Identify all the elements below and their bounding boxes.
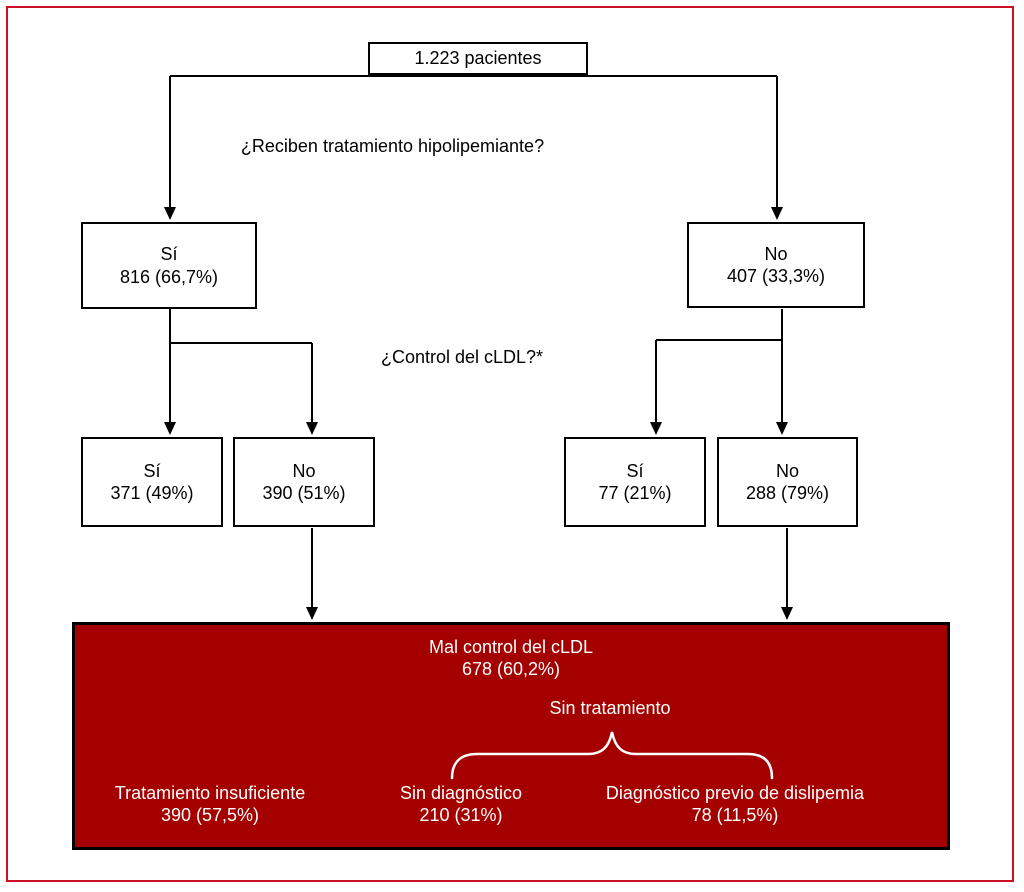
node-treated-yes-value: 816 (66,7%) xyxy=(119,266,219,287)
outcome-panel xyxy=(72,622,950,850)
node-control-untreated-no-value: 288 (79%) xyxy=(745,483,830,503)
outcome-title-block: Mal control del cLDL 678 (60,2%) xyxy=(72,636,950,681)
node-control-untreated-yes-label: Sí xyxy=(626,460,644,481)
outcome-item-insufficient-treatment: Tratamiento insuficiente 390 (57,5%) xyxy=(100,782,320,827)
outcome-item-no-diagnosis: Sin diagnóstico 210 (31%) xyxy=(361,782,561,827)
node-treated-yes: Sí 816 (66,7%) xyxy=(81,222,257,309)
node-total-patients: 1.223 pacientes xyxy=(368,42,588,75)
node-control-treated-yes-label: Sí xyxy=(143,460,161,481)
outcome-item-label: Tratamiento insuficiente xyxy=(114,783,306,803)
node-control-untreated-yes: Sí 77 (21%) xyxy=(564,437,706,527)
node-control-untreated-no: No 288 (79%) xyxy=(717,437,858,527)
node-control-treated-yes: Sí 371 (49%) xyxy=(81,437,223,527)
node-control-treated-no-value: 390 (51%) xyxy=(262,483,346,503)
outcome-item-value: 78 (11,5%) xyxy=(691,805,779,826)
figure-frame xyxy=(6,6,1014,882)
node-control-untreated-no-label: No xyxy=(775,460,799,481)
outcome-item-value: 390 (57,5%) xyxy=(160,805,260,826)
node-treated-no-value: 407 (33,3%) xyxy=(726,266,826,286)
node-control-untreated-yes-value: 77 (21%) xyxy=(598,483,672,503)
question-control: ¿Control del cLDL?* xyxy=(380,347,544,367)
outcome-item-value: 210 (31%) xyxy=(419,805,503,826)
outcome-title-value: 678 (60,2%) xyxy=(461,659,561,680)
question-treatment: ¿Reciben tratamiento hipolipemiante? xyxy=(240,136,545,156)
node-treated-no: No 407 (33,3%) xyxy=(687,222,865,308)
outcome-item-label: Diagnóstico previo de dislipemia xyxy=(605,783,865,803)
node-control-treated-no: No 390 (51%) xyxy=(233,437,375,527)
node-treated-no-label: No xyxy=(764,243,788,264)
outcome-item-label: Sin diagnóstico xyxy=(399,783,523,803)
node-control-treated-yes-value: 371 (49%) xyxy=(110,483,194,503)
outcome-title: Mal control del cLDL xyxy=(428,637,594,657)
outcome-item-previous-diagnosis: Diagnóstico previo de dislipemia 78 (11,… xyxy=(585,782,885,827)
outcome-group-label: Sin tratamiento xyxy=(549,698,671,718)
node-treated-yes-label: Sí xyxy=(160,244,178,264)
node-total-patients-label: 1.223 pacientes xyxy=(414,48,542,69)
node-control-treated-no-label: No xyxy=(292,460,316,481)
